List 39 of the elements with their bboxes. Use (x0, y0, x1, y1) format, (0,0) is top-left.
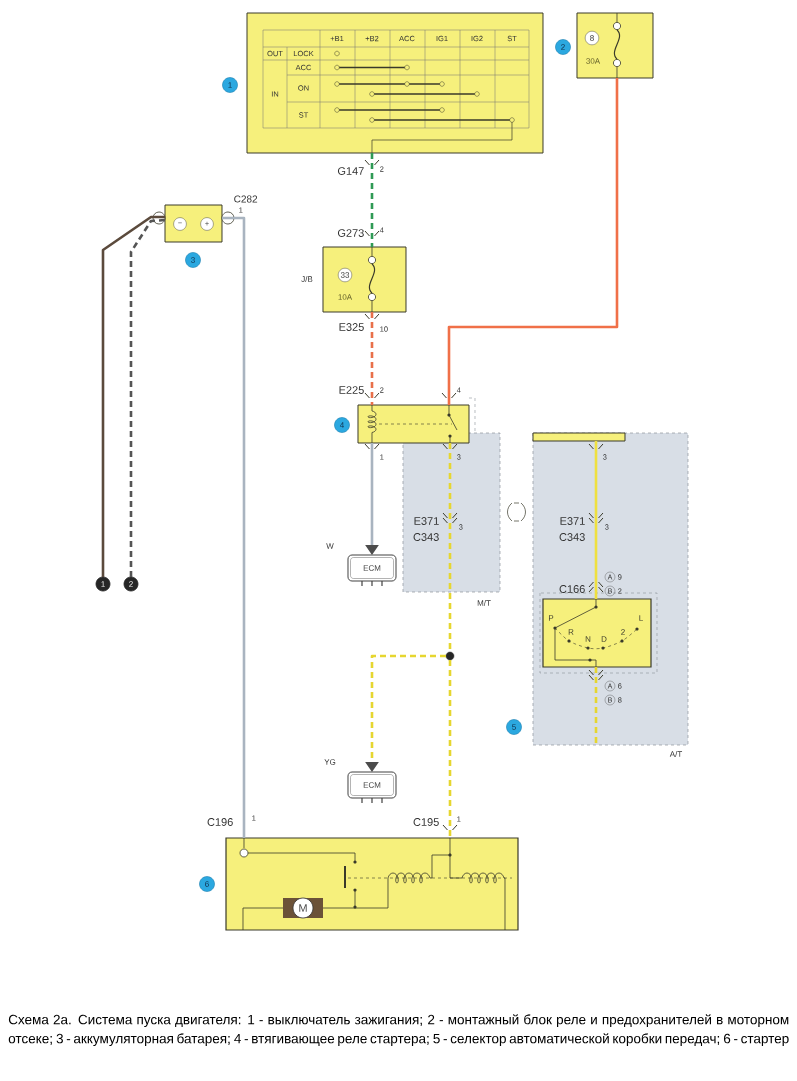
callout-number: 4 (334, 417, 350, 433)
wire-code: YG (324, 759, 336, 765)
wire (370, 312, 374, 405)
wire (448, 443, 452, 652)
connector-code: E325 (339, 323, 364, 331)
callout-number: 6 (199, 876, 215, 892)
fuse-box: 8 30A (576, 12, 654, 79)
connector-code: C166 (559, 585, 585, 593)
connector-bar (532, 432, 626, 442)
wire-code: W (326, 543, 334, 549)
caption: Схема 2а. Система пуска двигателя: 1 - выключатель зажигания; 2 - монтажный блок реле и предохранителей в моторном отсеке; 3 - аккумуляторная батарея; 4 - втягивающее реле стартера; 5 - селектор автоматической коробки передач; 6 - стартер (8, 1014, 789, 1047)
starter-box (225, 837, 519, 931)
wire (129, 218, 166, 577)
wire (222, 216, 246, 838)
callout-number: 1 (222, 77, 238, 93)
frame-label: M/T (477, 600, 491, 606)
ground-terminal: 2 (123, 576, 139, 592)
ecm-connector: ECM (347, 771, 397, 804)
connector-code: G273 (337, 229, 364, 237)
connector-code: C196 (207, 818, 233, 826)
relay-box (357, 404, 470, 444)
connector-code: C343 (413, 533, 439, 541)
connector-code: E371 (560, 517, 585, 525)
callout-number: 2 (555, 39, 571, 55)
wire (594, 441, 598, 599)
wire (447, 78, 619, 405)
ground-terminal: 1 (95, 576, 111, 592)
connector-code: C343 (559, 533, 585, 541)
ignition-switch-box (246, 12, 544, 154)
fuse-box: 33 10A (322, 246, 407, 313)
wire (594, 667, 598, 745)
frame-label: A/T (669, 751, 683, 757)
ecm-connector: ECM (347, 554, 397, 587)
box-label: J/B (301, 276, 313, 282)
callout-number: 3 (185, 252, 201, 268)
wire (101, 215, 165, 577)
wire (448, 660, 452, 838)
wire (370, 153, 374, 247)
callout-number: 5 (506, 719, 522, 735)
